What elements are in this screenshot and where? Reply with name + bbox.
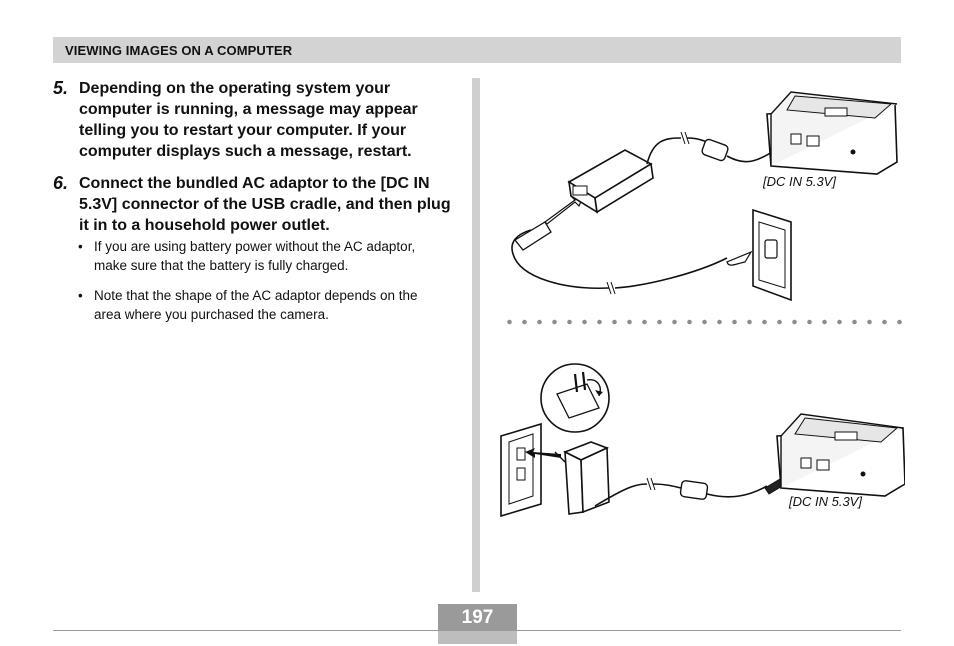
ac-adaptor-icon xyxy=(563,441,610,515)
bullet-dot: • xyxy=(78,239,83,254)
ac-adaptor-cradle-illustration-top xyxy=(511,91,898,302)
ac-adaptor-icon xyxy=(567,149,654,214)
note-text: Note that the shape of the AC adaptor de… xyxy=(94,288,418,322)
usb-cradle-icon xyxy=(776,413,905,497)
plug-detail-callout xyxy=(540,363,610,463)
ferrite-core-icon xyxy=(701,138,729,162)
power-plug-icon xyxy=(511,221,753,295)
step-text: Depending on the operating system your c… xyxy=(79,80,418,160)
step-text: Connect the bundled AC adaptor to the [D… xyxy=(79,175,451,234)
page-number-box: 197 xyxy=(438,604,517,644)
section-title: VIEWING IMAGES ON A COMPUTER xyxy=(65,43,293,58)
wall-outlet-icon xyxy=(500,422,542,518)
bullet-dot: • xyxy=(78,288,83,303)
step-number: 6. xyxy=(53,173,69,193)
section-header-bar: VIEWING IMAGES ON A COMPUTER xyxy=(53,37,901,63)
page-number: 197 xyxy=(438,604,517,631)
ac-adaptor-cradle-illustration-bottom xyxy=(500,363,905,518)
dc-in-label-top: [DC IN 5.3V] xyxy=(763,174,836,189)
note-item: • Note that the shape of the AC adaptor … xyxy=(78,286,448,324)
note-list: • If you are using battery power without… xyxy=(78,237,448,335)
arrow-icon xyxy=(525,448,561,458)
step-number: 5. xyxy=(53,78,69,98)
figure-separator xyxy=(502,318,902,326)
wall-outlet-icon xyxy=(752,208,792,302)
page-number-shade xyxy=(438,631,517,644)
note-text: If you are using battery power without t… xyxy=(94,239,416,273)
column-divider xyxy=(472,78,480,592)
usb-cradle-icon xyxy=(766,91,898,175)
ferrite-core-icon xyxy=(679,480,709,500)
note-item: • If you are using battery power without… xyxy=(78,237,448,275)
dc-in-label-bottom: [DC IN 5.3V] xyxy=(789,494,862,509)
